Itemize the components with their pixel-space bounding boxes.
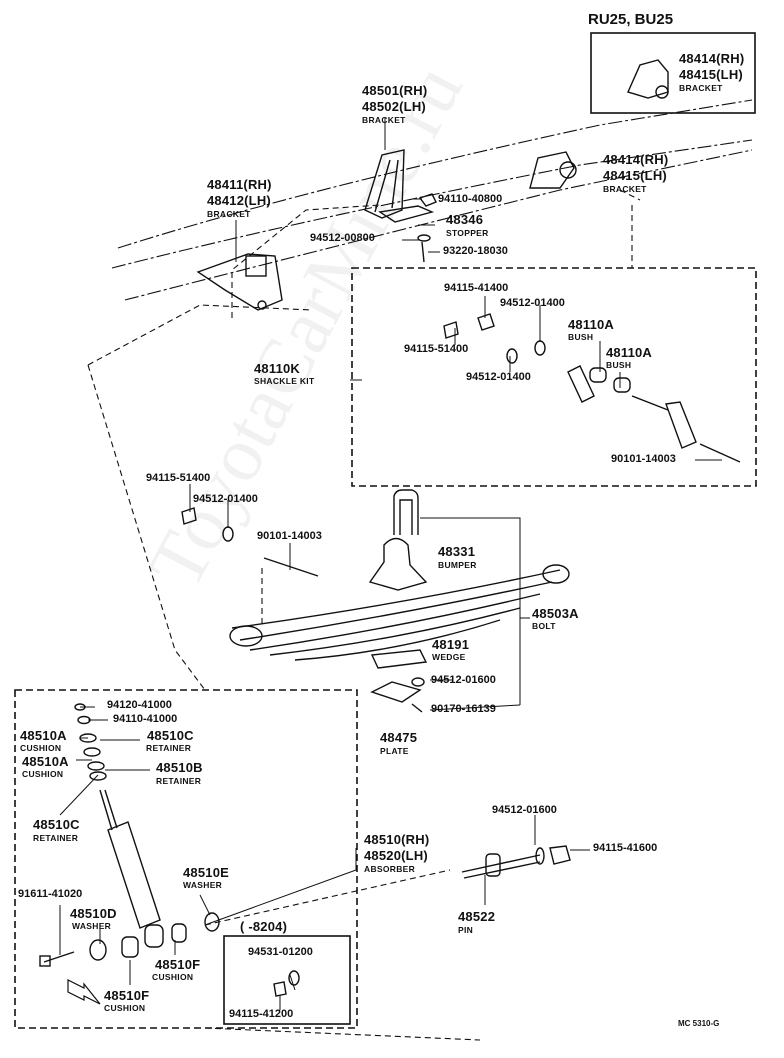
label-94110-41000: 94110-41000 xyxy=(113,713,178,725)
label-washer-e: WASHER xyxy=(183,880,223,890)
label-48414-inset: 48414(RH) xyxy=(679,51,745,66)
label-retainer-1: RETAINER xyxy=(146,743,192,753)
label-90101-14003: 90101-14003 xyxy=(257,530,322,542)
label-48191: 48191 xyxy=(432,637,470,652)
leader-lines xyxy=(59,118,722,1010)
label-wedge: WEDGE xyxy=(432,652,466,662)
label-94115-41200: 94115-41200 xyxy=(229,1008,294,1020)
parts-art xyxy=(39,59,741,1005)
label-48346: 48346 xyxy=(446,212,484,227)
label-94512-01400-kit-2: 94512-01400 xyxy=(466,371,531,383)
label-pin: PIN xyxy=(458,925,474,935)
label-94115-51400: 94115-51400 xyxy=(146,472,211,484)
label-stopper: STOPPER xyxy=(446,228,489,238)
label-bracket-48414: BRACKET xyxy=(603,184,647,194)
small-box-8204 xyxy=(223,935,351,1025)
label-48520: 48520(LH) xyxy=(364,848,428,863)
label-retainer-b: RETAINER xyxy=(156,776,202,786)
label-94512-01400-kit: 94512-01400 xyxy=(500,297,565,309)
label-90101-14003-kit: 90101-14003 xyxy=(611,453,676,465)
label-48110k: 48110K xyxy=(254,361,301,376)
label-48510c-1: 48510C xyxy=(147,728,194,743)
label-8204-range: ( -8204) xyxy=(240,919,288,934)
label-48510a-1: 48510A xyxy=(20,728,67,743)
label-bolt: BOLT xyxy=(532,621,556,631)
label-94531-01200: 94531-01200 xyxy=(248,946,313,958)
label-90170-16139: 90170-16139 xyxy=(431,703,496,715)
label-48415: 48415(LH) xyxy=(603,168,667,183)
label-93220-18030: 93220-18030 xyxy=(443,245,508,257)
label-48510c-2: 48510C xyxy=(33,817,80,832)
diagram-code: MC 5310-G xyxy=(678,1019,720,1028)
label-94512-01400: 94512-01400 xyxy=(193,493,258,505)
label-48411: 48411(RH) xyxy=(207,177,272,192)
absorber-box xyxy=(14,689,358,1029)
label-48510: 48510(RH) xyxy=(364,832,430,847)
label-bumper: BUMPER xyxy=(438,560,477,570)
label-48501: 48501(RH) xyxy=(362,83,428,98)
label-48110a-1: 48110A xyxy=(568,317,615,332)
label-plate: PLATE xyxy=(380,746,409,756)
label-94512-01600: 94512-01600 xyxy=(431,674,496,686)
label-retainer-2: RETAINER xyxy=(33,833,79,843)
label-48510f-1: 48510F xyxy=(155,957,201,972)
label-48412: 48412(LH) xyxy=(207,193,271,208)
label-cushion-f-1: CUSHION xyxy=(152,972,194,982)
label-91611-41020: 91611-41020 xyxy=(18,888,83,900)
label-cushion-f-2: CUSHION xyxy=(104,1003,146,1013)
label-94512-01600-pin: 94512-01600 xyxy=(492,804,557,816)
label-94120-41000: 94120-41000 xyxy=(107,699,172,711)
label-absorber: ABSORBER xyxy=(364,864,416,874)
label-48502: 48502(LH) xyxy=(362,99,426,114)
variant-label: RU25, BU25 xyxy=(588,11,674,28)
label-bracket-inset: BRACKET xyxy=(679,83,723,93)
label-48510a-2: 48510A xyxy=(22,754,69,769)
label-94115-41400-kit: 94115-41400 xyxy=(444,282,509,294)
label-bush-2: BUSH xyxy=(606,360,632,370)
label-cushion-2: CUSHION xyxy=(22,769,64,779)
label-94512-00800: 94512-00800 xyxy=(310,232,375,244)
label-48414: 48414(RH) xyxy=(603,152,669,167)
label-48510d: 48510D xyxy=(70,906,117,921)
label-48510b: 48510B xyxy=(156,760,203,775)
label-48331: 48331 xyxy=(438,544,476,559)
label-shackle-kit: SHACKLE KIT xyxy=(254,376,315,386)
label-48510e: 48510E xyxy=(183,865,230,880)
label-bracket-48411: BRACKET xyxy=(207,209,251,219)
label-cushion-1: CUSHION xyxy=(20,743,62,753)
label-48110a-2: 48110A xyxy=(606,345,653,360)
label-94115-51400-kit: 94115-51400 xyxy=(404,343,469,355)
label-94115-41600: 94115-41600 xyxy=(593,842,658,854)
label-48503a: 48503A xyxy=(532,606,579,621)
frame-rails xyxy=(111,99,753,301)
label-48475: 48475 xyxy=(380,730,418,745)
label-bush-1: BUSH xyxy=(568,332,594,342)
label-bracket-48501: BRACKET xyxy=(362,115,406,125)
label-48415-inset: 48415(LH) xyxy=(679,67,743,82)
label-washer-d: WASHER xyxy=(72,921,112,931)
label-94110-40800: 94110-40800 xyxy=(438,193,503,205)
label-48510f-2: 48510F xyxy=(104,988,150,1003)
label-48522: 48522 xyxy=(458,909,496,924)
shackle-kit-box xyxy=(351,267,757,487)
